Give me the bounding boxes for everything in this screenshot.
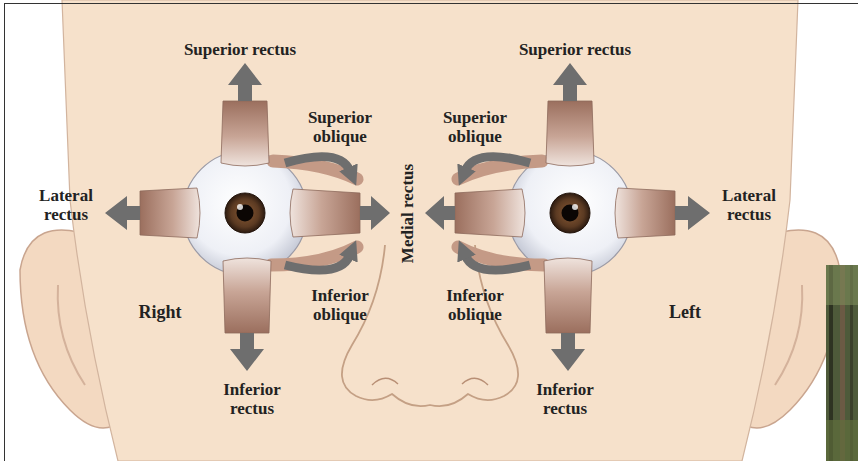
face xyxy=(62,0,798,461)
muscle-label: Superior oblique xyxy=(300,108,380,146)
eyeball xyxy=(105,63,390,371)
muscle-label: Superior rectus xyxy=(519,40,631,59)
photo-fragment xyxy=(826,265,858,461)
muscle-label: Superior oblique xyxy=(435,108,515,146)
eyeball xyxy=(425,63,710,371)
muscle-label: Inferior rectus xyxy=(212,380,292,418)
muscle-label: Lateral rectus xyxy=(714,186,784,224)
frame xyxy=(5,4,858,461)
muscle-label: Inferior oblique xyxy=(435,286,515,324)
side-label: Right xyxy=(138,303,181,322)
muscle-label: Medial rectus xyxy=(398,163,417,262)
muscle-label: Lateral rectus xyxy=(31,186,101,224)
muscle-label: Superior rectus xyxy=(184,40,296,59)
muscle-label: Inferior rectus xyxy=(525,380,605,418)
side-label: Left xyxy=(669,303,701,322)
muscle-label: Inferior oblique xyxy=(300,286,380,324)
